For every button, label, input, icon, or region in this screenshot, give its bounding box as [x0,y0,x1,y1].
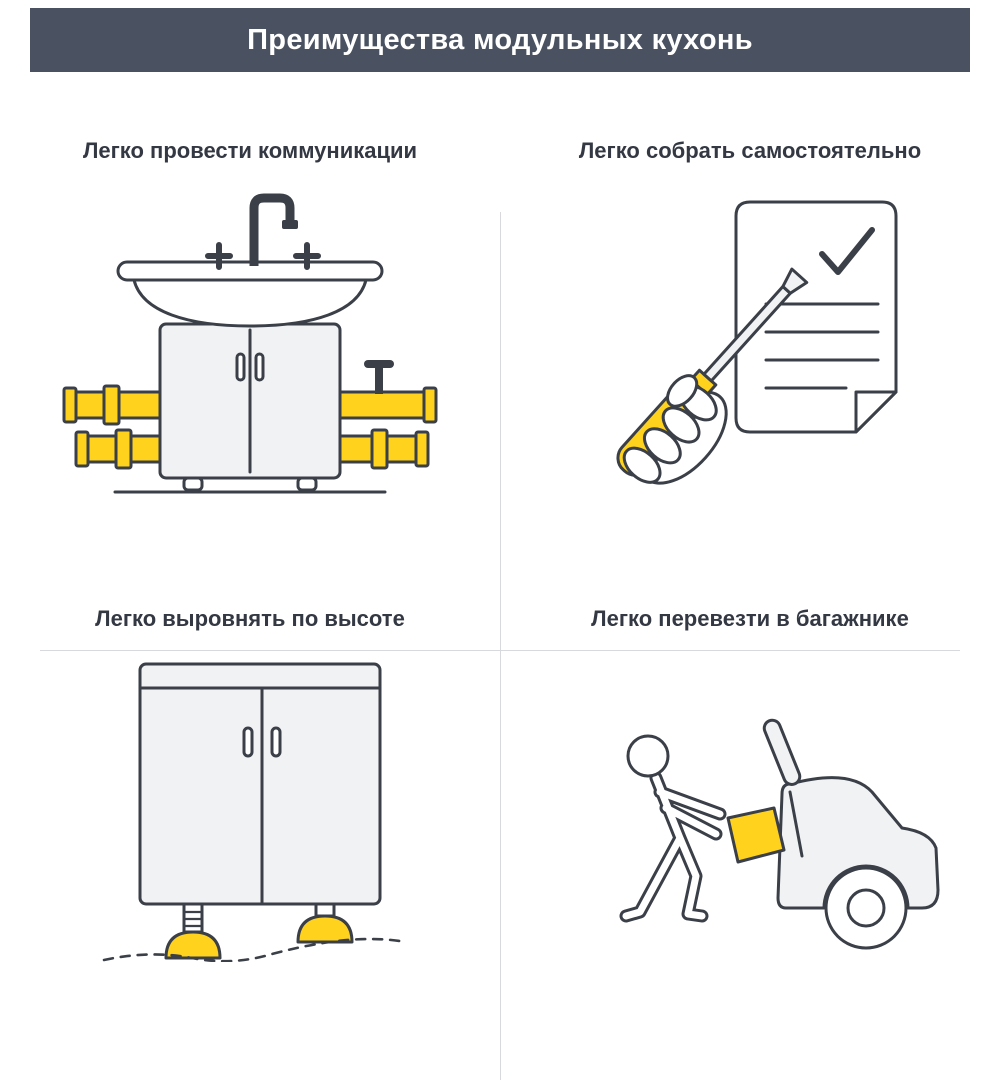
sink-cabinet-with-pipes-icon [60,174,440,509]
vertical-divider [500,212,501,1080]
loading-box-into-car-trunk-icon [560,642,940,957]
transport-illustration [619,718,940,950]
left-foot [164,930,222,960]
folded-corner [854,390,898,434]
yellow-pipes [62,360,438,470]
screwdriver-tip [781,267,809,295]
trunk-opening-line [788,790,804,858]
yellow-box [726,806,786,864]
panel-utilities-title: Легко провести коммуникации [82,138,418,163]
checklist-page [734,200,898,434]
panel-assembly-title: Легко собрать самостоятельно [578,138,922,163]
leveling-illustration [102,662,408,963]
benefits-grid: Легко провести коммуникации [0,100,1000,1080]
wheel [824,866,908,950]
person [619,734,727,923]
page-title: Преимущества модульных кухонь [247,23,753,56]
panel-utilities: Легко провести коммуникации [0,100,500,550]
panel-leveling: Легко выровнять по высоте [0,550,500,1000]
sink-illustration [62,193,438,494]
panel-leveling-title: Легко выровнять по высоте [95,606,405,631]
kitchen-cabinet [138,662,382,906]
hand-with-screwdriver [616,267,809,485]
right-foot [296,914,354,944]
assembly-illustration [616,200,898,485]
horizontal-divider [40,650,960,651]
panel-transport-title: Легко перевезти в багажнике [591,606,909,631]
adjustable-feet [164,902,354,960]
sink-bowl [116,260,384,328]
thumb [666,374,699,408]
valve-handle [364,360,394,368]
head [626,734,670,778]
sink-cabinet [158,322,342,492]
header-banner: Преимущества модульных кухонь [30,8,970,72]
car [762,718,940,950]
panel-assembly: Легко собрать самостоятельно [500,100,1000,550]
screw-thread [182,910,204,928]
faucet-icon [205,193,321,270]
hand-screwdriver-checklist-icon [570,174,930,499]
panel-transport: Легко перевезти в багажнике [500,550,1000,1000]
open-trunk-lid [762,718,802,786]
cabinet-adjustable-feet-icon [80,642,420,967]
uneven-floor-line [102,937,408,963]
checkmark-icon [819,227,875,275]
text-lines [764,302,880,390]
